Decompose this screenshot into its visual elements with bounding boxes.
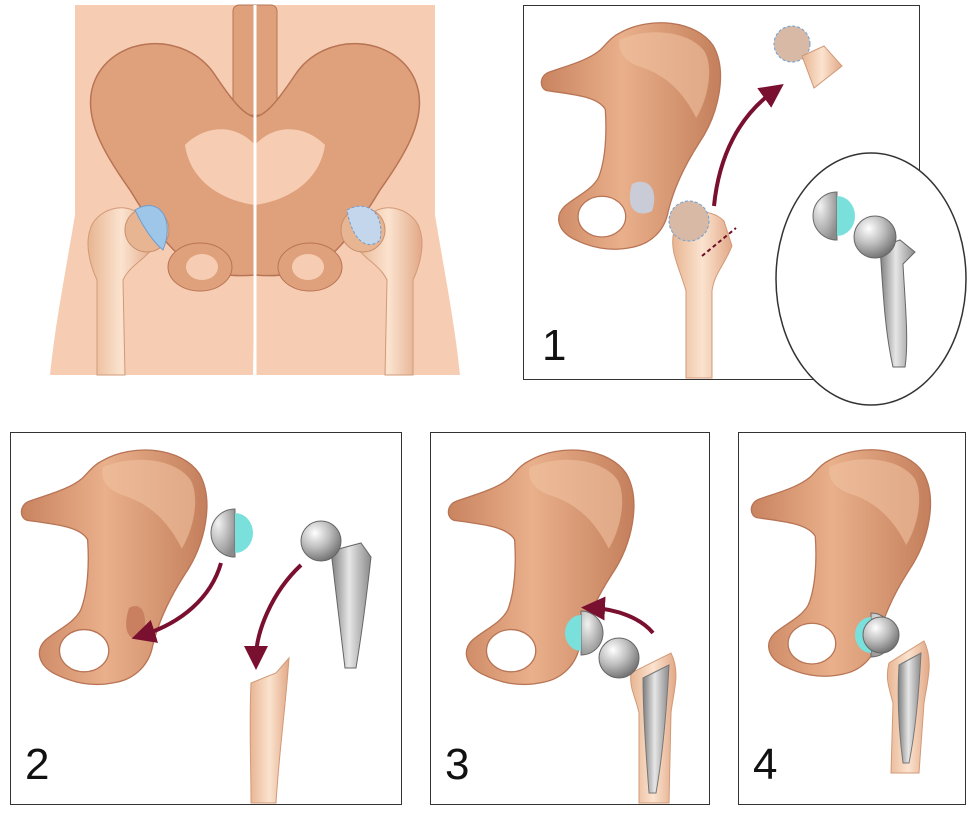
removed-femoral-head-icon: [773, 25, 843, 89]
anatomy-overview: [35, 4, 475, 376]
acetabular-cup-icon: [565, 610, 604, 656]
femoral-head-icon: [853, 215, 897, 259]
pelvis-bone: [750, 449, 932, 677]
healthy-cartilage: [134, 205, 168, 251]
pelvis-bone: [20, 449, 208, 686]
damaged-femoral-head: [668, 200, 710, 242]
step-number: 2: [25, 740, 50, 789]
acetabular-cup-icon: [812, 191, 855, 241]
step-2-panel: 2: [10, 432, 402, 805]
hip-anatomy-icon: [50, 4, 460, 376]
femoral-head-icon: [300, 520, 342, 562]
step-3-panel: 3: [430, 432, 710, 805]
femoral-stem-icon: [897, 652, 922, 764]
step-number: 4: [753, 740, 778, 789]
step-4-panel: 4: [738, 432, 966, 805]
acetabular-cup-icon: [210, 508, 253, 558]
prepared-femur: [249, 656, 290, 804]
curved-arrow-icon: [131, 562, 223, 643]
cut-line: [701, 227, 737, 257]
femoral-stem-icon: [300, 520, 372, 669]
femoral-head-icon: [598, 637, 640, 679]
curved-arrow-icon: [581, 596, 655, 635]
curved-arrow-icon: [244, 563, 303, 670]
femoral-stem-icon: [853, 215, 916, 368]
implant-components-callout: [775, 152, 968, 407]
curved-arrow-icon: [712, 84, 784, 207]
step-number: 1: [542, 321, 567, 370]
femoral-head-icon: [862, 616, 900, 654]
step-number: 3: [445, 740, 470, 789]
damaged-cartilage: [346, 205, 382, 245]
femoral-stem-icon: [642, 664, 670, 794]
